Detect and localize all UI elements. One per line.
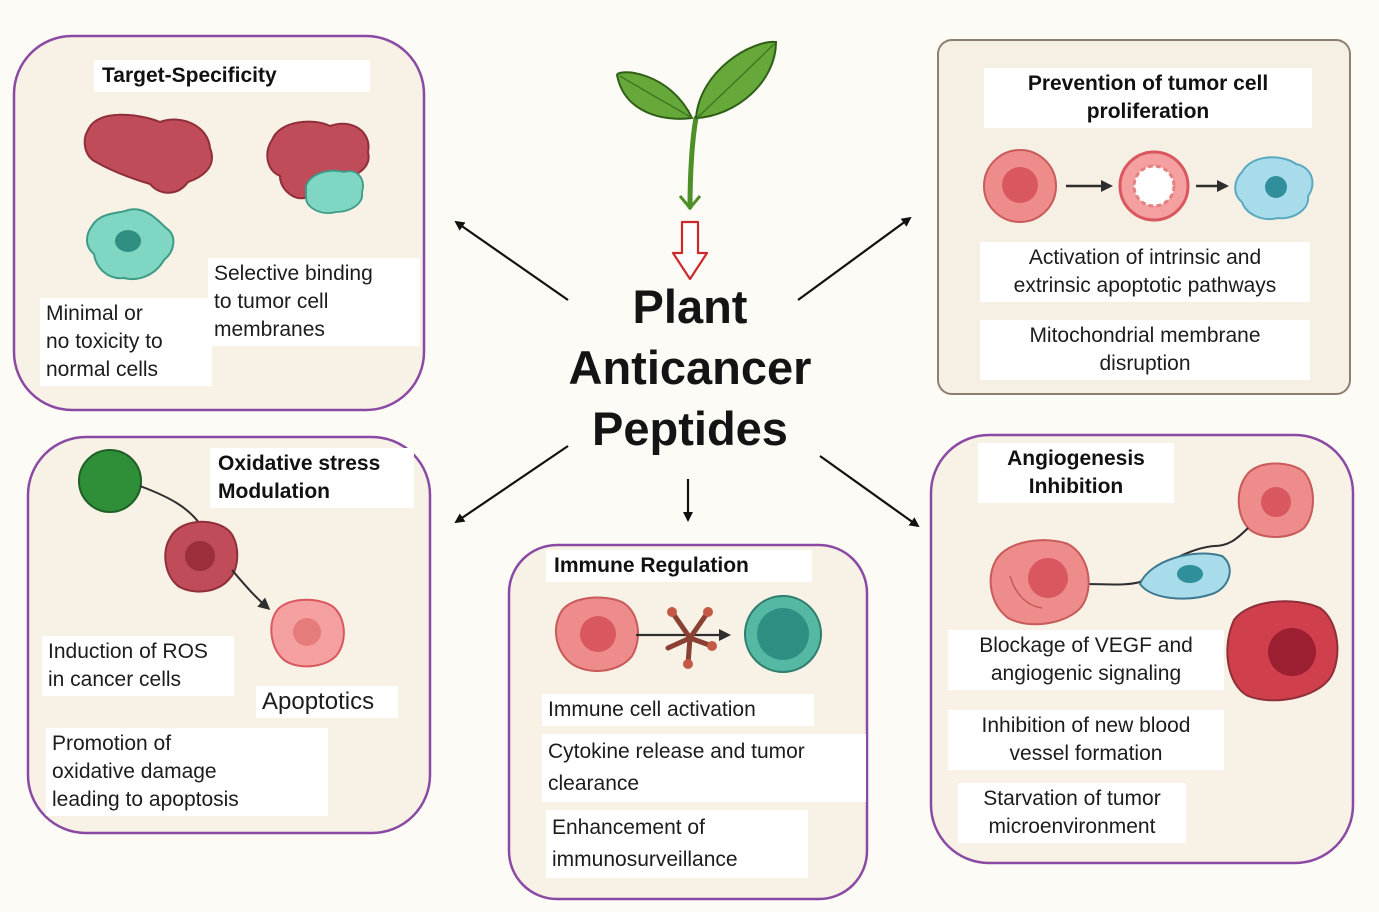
vegf-label: Blockage of VEGF and angiogenic signalin… xyxy=(948,630,1224,690)
angio-tumor-cell-large xyxy=(1226,600,1339,702)
arrow-to-prevention xyxy=(797,216,912,301)
arrow-to-angiogenesis xyxy=(819,455,920,528)
immunosurveillance-label: Enhancement of immunosurveillance xyxy=(546,810,808,878)
selective-binding-label: Selective binding to tumor cell membrane… xyxy=(208,258,420,346)
cytokine-label: Cytokine release and tumor clearance xyxy=(542,734,866,802)
tumor-cell-cluster xyxy=(83,113,213,194)
normal-cell-bound xyxy=(305,169,364,214)
minimal-toxicity-label: Minimal or no toxicity to normal cells xyxy=(40,298,212,386)
mitochondrial-label: Mitochondrial membrane disruption xyxy=(980,320,1310,380)
disrupted-cell-icon xyxy=(1118,150,1190,222)
immune-cell xyxy=(744,595,822,673)
center-title: Plant Anticancer Peptides xyxy=(568,280,812,455)
angiogenesis-title: Angiogenesis Inhibition xyxy=(978,443,1174,503)
apoptosis-arrow xyxy=(231,569,271,610)
apoptotic-cell-icon xyxy=(1234,156,1314,220)
immune-title: Immune Regulation xyxy=(546,550,812,582)
endothelial-cell xyxy=(1085,527,1249,600)
down-arrow-icon xyxy=(671,220,709,281)
apoptotic-cell xyxy=(270,598,345,668)
normal-cell xyxy=(86,208,175,280)
apoptotic-pathways-label: Activation of intrinsic and extrinsic ap… xyxy=(980,242,1310,302)
seedling-icon xyxy=(615,40,778,211)
tumor-cell-ros xyxy=(164,520,239,593)
tumor-cell-icon xyxy=(983,149,1057,223)
oxidative-title: Oxidative stress Modulation xyxy=(210,448,414,508)
oxidative-damage-label: Promotion of oxidative damage leading to… xyxy=(46,728,328,816)
arrow-to-oxidative xyxy=(454,445,569,524)
angio-tumor-cell-left xyxy=(989,539,1090,626)
antibody-icon xyxy=(665,607,717,669)
angio-tumor-cell-top xyxy=(1237,462,1314,538)
immune-activation-label: Immune cell activation xyxy=(542,694,814,726)
apoptotics-label: Apoptotics xyxy=(256,686,398,718)
arrow-to-target-specificity xyxy=(454,220,569,301)
vessel-formation-label: Inhibition of new blood vessel formation xyxy=(948,710,1224,770)
ros-induction-label: Induction of ROS in cancer cells xyxy=(42,636,234,696)
ros-arrow xyxy=(139,485,201,525)
starvation-label: Starvation of tumor microenvironment xyxy=(958,783,1186,843)
green-cell xyxy=(78,449,142,513)
target-specificity-title: Target-Specificity xyxy=(94,60,370,92)
tumor-cell-immune xyxy=(555,596,639,672)
prevention-title: Prevention of tumor cell proliferation xyxy=(984,68,1312,128)
